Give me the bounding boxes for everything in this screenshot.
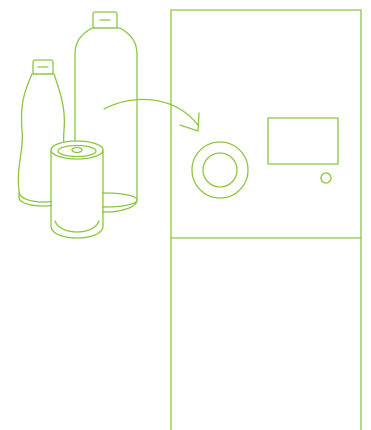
arrow-icon	[104, 99, 199, 131]
bottle-intake-inner-ring	[203, 153, 237, 187]
machine-outline	[171, 10, 361, 430]
arrow-curve	[104, 99, 198, 125]
machine-display-screen	[268, 118, 338, 164]
bottle-intake-outer-ring	[192, 142, 248, 198]
can-icon	[51, 141, 103, 240]
reverse-vending-machine-icon	[171, 10, 361, 430]
machine-button	[321, 173, 331, 183]
